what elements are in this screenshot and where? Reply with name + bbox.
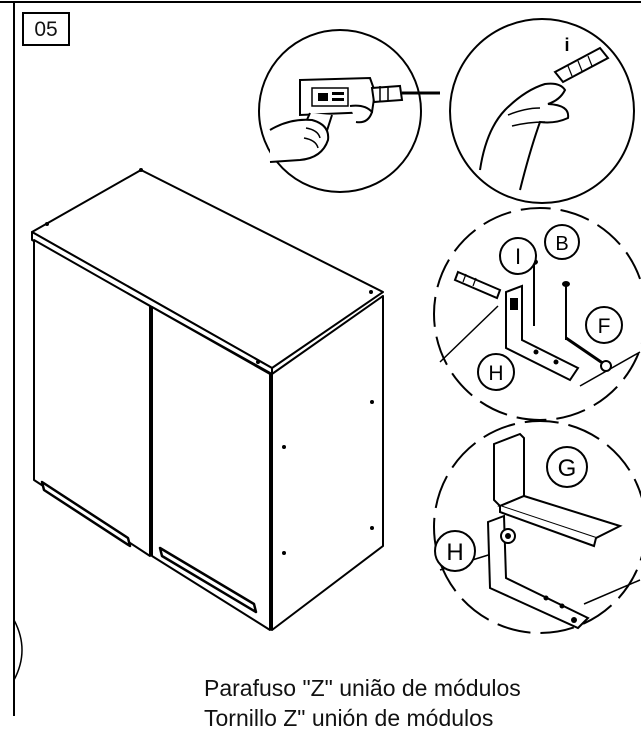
callout-circle-h2	[434, 530, 476, 572]
step-number-box: 05	[22, 12, 70, 46]
right-door-handle	[158, 546, 258, 614]
callout-circle-b	[544, 224, 580, 260]
illustration: i I B F H G H	[0, 1, 641, 716]
callout-circle-f	[585, 306, 623, 344]
right-door	[151, 306, 271, 631]
wall-cabinet	[31, 169, 384, 631]
left-door-handle	[40, 480, 132, 548]
plug-top-label: i	[564, 35, 569, 55]
cabinet-holes	[45, 168, 374, 555]
cabinet-bracket-circle	[433, 420, 641, 634]
plug-label: I	[515, 244, 521, 269]
callout-circle-g	[546, 446, 588, 488]
bracket-label-1: H	[488, 362, 503, 385]
callout-circle-i	[499, 237, 537, 275]
caption-spanish: Tornillo Z" unión de módulos	[204, 705, 494, 731]
left-door	[33, 239, 151, 557]
caption-portuguese: Parafuso "Z" união de módulos	[204, 675, 521, 701]
callout-circles	[434, 224, 623, 572]
step-number: 05	[34, 17, 58, 41]
edge-arc	[13, 619, 23, 681]
bracket-label-2: H	[446, 539, 463, 566]
drill-detail-circle	[258, 29, 440, 193]
part-g-label: G	[558, 455, 577, 482]
screw-long-label: F	[598, 315, 611, 338]
callout-circle-h1	[477, 353, 515, 391]
plug-detail-circle	[449, 18, 635, 204]
screw-small-label: B	[555, 233, 568, 255]
